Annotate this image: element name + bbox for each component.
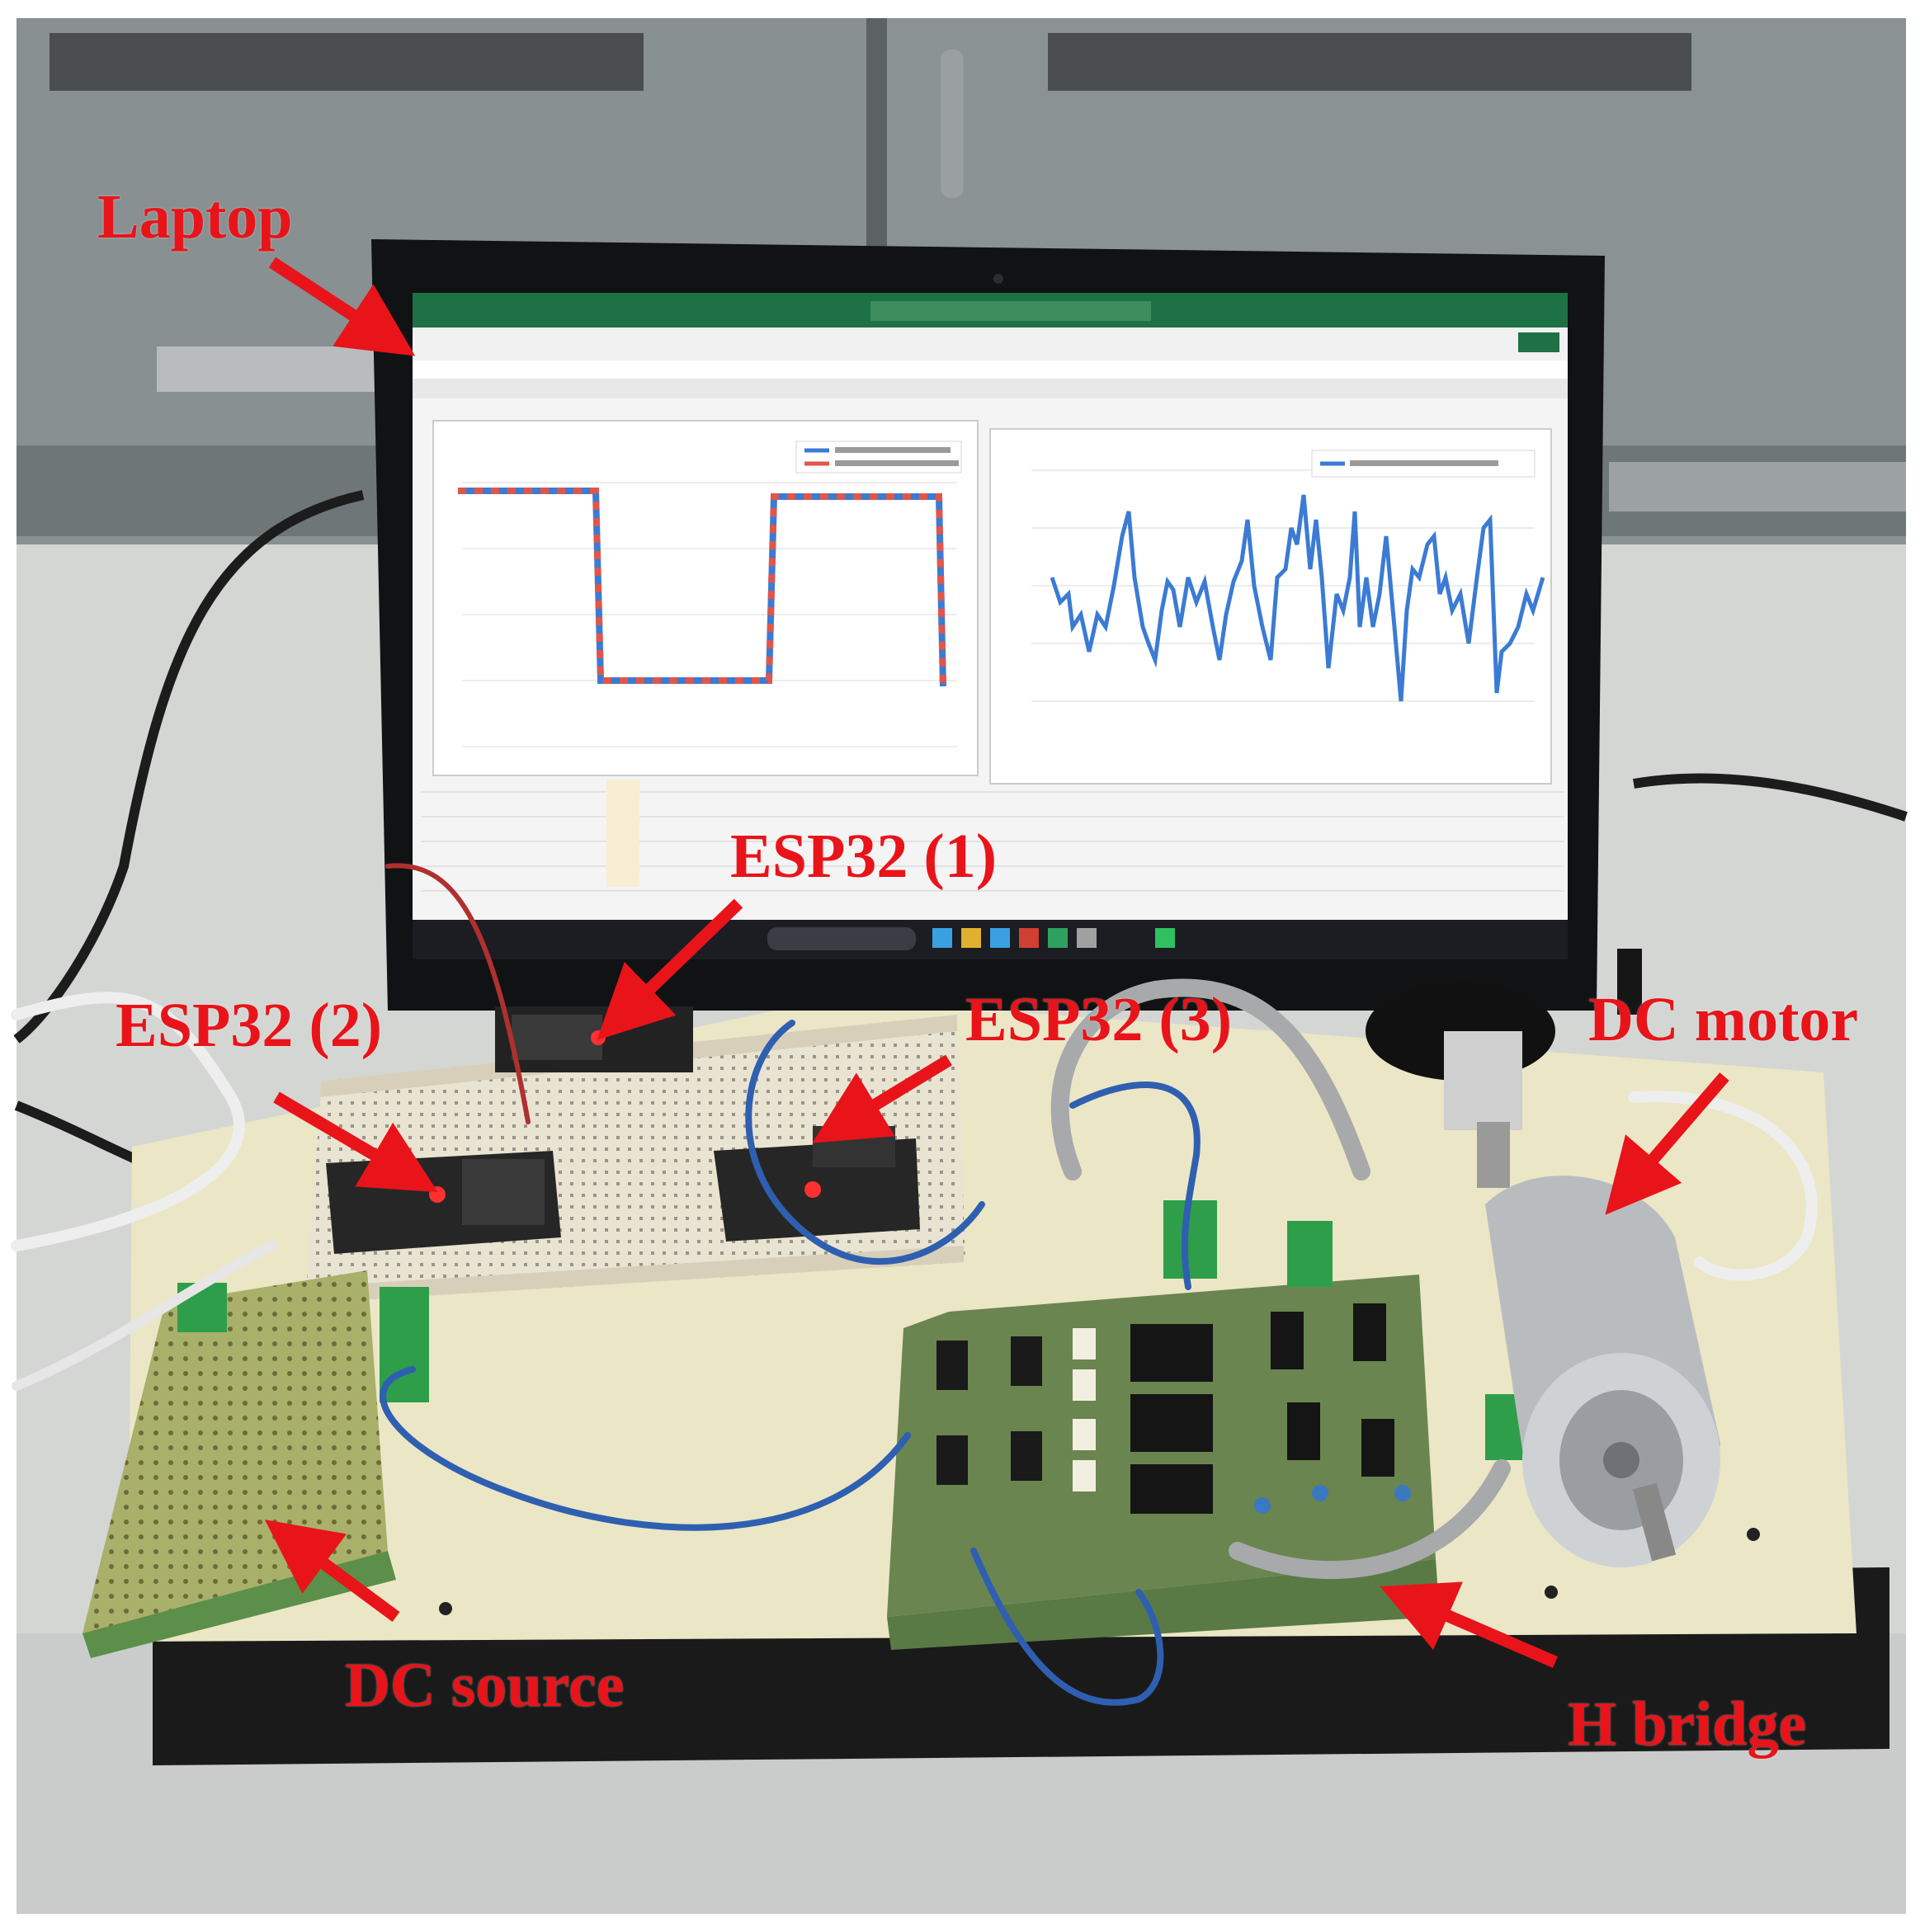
label-laptop: Laptop xyxy=(97,182,293,252)
wires xyxy=(11,863,1818,1706)
dc-motor xyxy=(1366,982,1720,1567)
label-esp32-2: ESP32 (2) xyxy=(116,991,382,1060)
arrow-dc-source xyxy=(264,1520,400,1623)
label-esp32-1: ESP32 (1) xyxy=(730,822,997,891)
arrow-dc-motor xyxy=(1605,1072,1729,1215)
esp32-board-1 xyxy=(495,1006,693,1072)
label-dc-source: DC source xyxy=(345,1651,625,1720)
esp32-board-2 xyxy=(326,1151,561,1254)
laptop-screen xyxy=(413,293,1568,959)
arrow-esp32-3 xyxy=(812,1054,952,1143)
label-dc-motor: DC motor xyxy=(1588,985,1859,1054)
arrow-h-bridge xyxy=(1380,1581,1558,1668)
noisy-signal-chart xyxy=(989,428,1552,785)
arrow-laptop xyxy=(268,257,416,356)
arrow-esp32-2 xyxy=(273,1091,438,1193)
annotation-arrows xyxy=(264,257,1729,1668)
label-h-bridge: H bridge xyxy=(1568,1689,1807,1759)
square-wave-chart xyxy=(432,420,979,776)
label-esp32-3: ESP32 (3) xyxy=(965,985,1232,1054)
arrow-esp32-1 xyxy=(597,898,743,1040)
laptop xyxy=(371,239,1642,1015)
